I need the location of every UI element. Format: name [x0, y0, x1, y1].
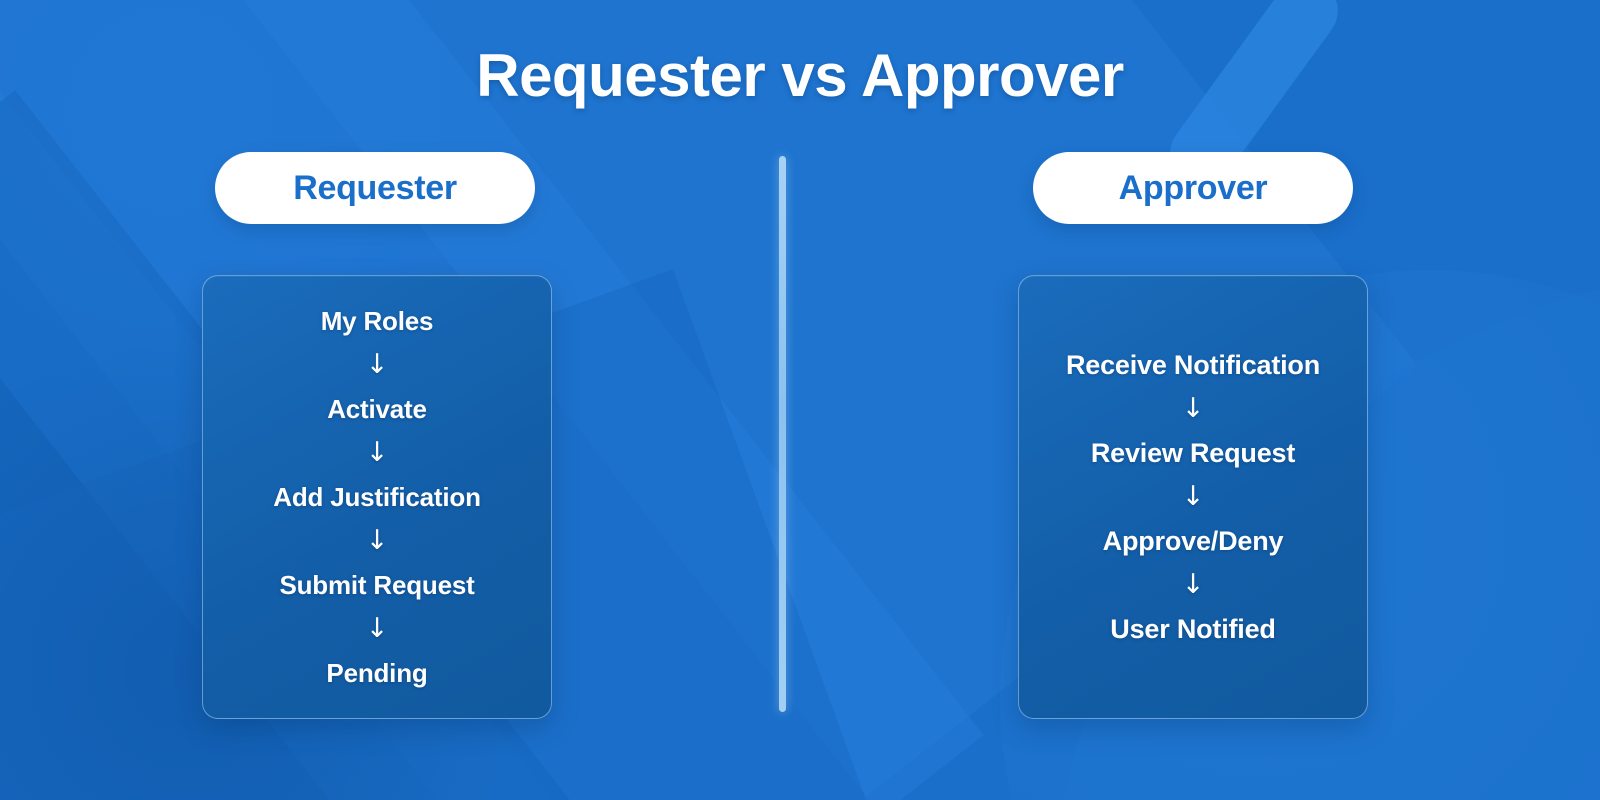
flow-step: Activate — [327, 394, 427, 424]
flow-step: Add Justification — [273, 482, 481, 512]
arrow-down-icon: ↓ — [365, 437, 389, 468]
flow-step: Submit Request — [279, 570, 475, 600]
pill-approver-label: Approver — [1118, 168, 1268, 207]
vertical-divider — [779, 156, 786, 712]
pill-requester-label: Requester — [293, 168, 457, 207]
flow-step: Review Request — [1090, 438, 1296, 468]
arrow-down-icon: ↓ — [1181, 393, 1205, 424]
arrow-down-icon: ↓ — [1181, 481, 1205, 512]
flow-card-approver: Receive Notification ↓ Review Request ↓ … — [1018, 275, 1368, 719]
pill-requester[interactable]: Requester — [215, 152, 535, 224]
arrow-down-icon: ↓ — [365, 349, 389, 380]
column-approver: Approver Receive Notification ↓ Review R… — [843, 0, 1543, 800]
arrow-down-icon: ↓ — [365, 525, 389, 556]
flow-step: User Notified — [1110, 614, 1276, 644]
flow-step: Approve/Deny — [1102, 526, 1284, 556]
arrow-down-icon: ↓ — [1181, 569, 1205, 600]
flow-step: Receive Notification — [1065, 350, 1321, 380]
column-requester: Requester My Roles ↓ Activate ↓ Add Just… — [25, 0, 725, 800]
arrow-down-icon: ↓ — [365, 613, 389, 644]
flow-step: Pending — [326, 658, 428, 688]
pill-approver[interactable]: Approver — [1033, 152, 1353, 224]
flow-step: My Roles — [320, 306, 434, 336]
flow-card-requester: My Roles ↓ Activate ↓ Add Justification … — [202, 275, 552, 719]
